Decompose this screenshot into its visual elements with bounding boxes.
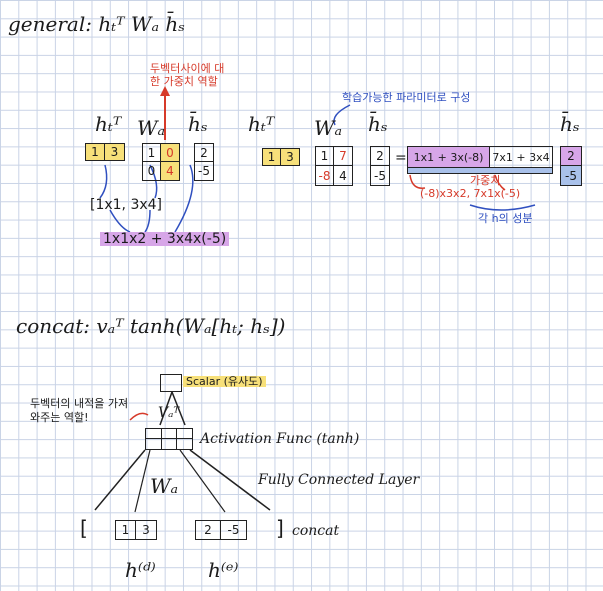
ex-hs2-cell: 2 [561, 147, 581, 166]
wa-cell: 4 [161, 162, 179, 180]
ht-cell: 3 [110, 145, 119, 159]
ex-wa-cell: 1 [316, 147, 334, 166]
ht-cell: 1 [86, 144, 105, 160]
ex-wa-matrix: 1 7 -8 4 [315, 146, 353, 186]
ex-hs-cell: -5 [374, 168, 386, 183]
h-d-vector: 1 3 [115, 520, 157, 540]
ex-row-cell: 7x1 + 3x4 [492, 150, 550, 164]
ex-wa-cell: 4 [339, 168, 347, 183]
ex-hs-cell: 2 [371, 147, 389, 166]
h-d-label: h⁽ᵈ⁾ [125, 558, 156, 582]
inner-product-note: 두벡터의 내적을 가져와주는 역할! [30, 397, 129, 424]
wa-cell: 0 [161, 144, 179, 162]
wa-label: Wₐ [137, 116, 166, 140]
ex-hs2-cell: -5 [561, 166, 581, 185]
open-bracket: [ [80, 516, 88, 540]
red-arrowhead [160, 86, 170, 96]
hs-cell: 2 [195, 144, 213, 162]
ex-row-cell: 1x1 + 3x(-8) [408, 147, 490, 167]
ex-ht-label: hₜᵀ [248, 112, 275, 136]
equals-sign: = [395, 150, 407, 166]
hs-label: h̄ₛ [188, 112, 208, 136]
h-e-cell: 2 [196, 521, 221, 539]
ex-hs2-label: h̄ₛ [560, 112, 580, 136]
hs-vector: 2 -5 [194, 143, 214, 181]
activation-layer [145, 428, 193, 450]
ht-vector: 1 3 [85, 143, 125, 161]
wa-cell: 1 [143, 144, 161, 162]
general-formula: general: hₜᵀ Wₐ h̄ₛ [8, 12, 185, 36]
partial-product: [1x1, 3x4] [90, 197, 163, 213]
general-result: 1x1x2 + 3x4x(-5) [100, 232, 230, 246]
ex-ht-cell: 3 [286, 150, 294, 164]
h-e-cell: -5 [227, 523, 240, 537]
ex-wa-cell: 7 [334, 147, 352, 166]
fc-wa-label: Wₐ [150, 474, 179, 498]
scalar-node [160, 374, 182, 392]
concat-word: concat [292, 523, 340, 539]
ex-wa-label: Wₐ [314, 116, 343, 140]
learnable-param-note: 학습가능한 파라미터로 구성 [342, 91, 471, 104]
weight-note: 가중치 [470, 174, 501, 187]
wa-cell: 0 [143, 162, 161, 180]
hs-cell: -5 [198, 164, 210, 178]
scalar-label: Scalar (유사도) [183, 376, 266, 387]
close-bracket: ] [276, 516, 284, 540]
ex-hs-label: h̄ₛ [368, 112, 388, 136]
ht-label: hₜᵀ [95, 112, 122, 136]
ex-result-highlight [407, 168, 553, 174]
component-note: 각 h의 성분 [478, 212, 533, 225]
h-e-label: h⁽ᵉ⁾ [208, 558, 239, 582]
va-label: Vₐᵀ [158, 405, 180, 421]
fc-layer-label: Fully Connected Layer [258, 472, 420, 488]
ex-hs-vector: 2 -5 [370, 146, 390, 186]
h-d-cell: 3 [142, 523, 150, 537]
h-e-vector: 2 -5 [195, 520, 247, 540]
concat-formula: concat: vₐᵀ tanh(Wₐ[hₜ; hₛ]) [16, 314, 286, 338]
wa-matrix: 1 0 0 4 [142, 143, 180, 181]
ex-ht-vector: 1 3 [262, 148, 300, 166]
ex-ht-cell: 1 [263, 149, 281, 165]
h-d-cell: 1 [116, 521, 136, 539]
ex-hs2-vector: 2 -5 [560, 146, 582, 186]
weight-expression: (-8)x3x2, 7x1x(-5) [420, 187, 521, 200]
ex-result-row: 1x1 + 3x(-8) 7x1 + 3x4 [407, 146, 553, 168]
ex-wa-cell: -8 [316, 166, 334, 185]
weight-role-note: 두벡터사이에 대한 가중치 역할 [150, 62, 225, 89]
activation-label: Activation Func (tanh) [200, 431, 360, 447]
